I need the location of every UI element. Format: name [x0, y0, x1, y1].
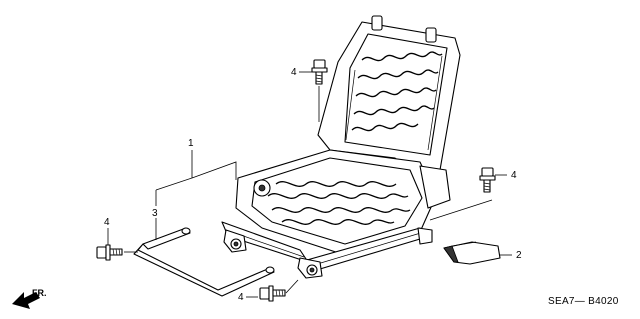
front-direction-arrow-icon	[12, 292, 40, 309]
callout-bar: 3	[152, 208, 158, 219]
diagram-code: SEA7— B4020	[548, 296, 619, 307]
seat-track-cover	[443, 241, 501, 265]
bolt-right-icon	[479, 167, 496, 193]
bolt-bottom-icon	[259, 285, 286, 302]
seat-back-frame	[317, 15, 461, 179]
seat-cushion-frame	[235, 149, 451, 256]
bolt-left-icon	[96, 244, 123, 261]
leader-lines	[107, 71, 512, 298]
callout-bolt-right: 4	[511, 170, 517, 181]
bolt-top-icon	[311, 59, 328, 85]
callout-bolt-bottom: 4	[238, 292, 244, 303]
slide-adjuster-bar	[133, 227, 275, 297]
callout-cover: 2	[516, 250, 522, 261]
callout-bolt-top: 4	[291, 67, 297, 78]
callout-frame: 1	[188, 138, 194, 149]
callout-bolt-left: 4	[104, 217, 110, 228]
slide-rails	[221, 221, 433, 279]
direction-label: FR.	[32, 288, 47, 298]
